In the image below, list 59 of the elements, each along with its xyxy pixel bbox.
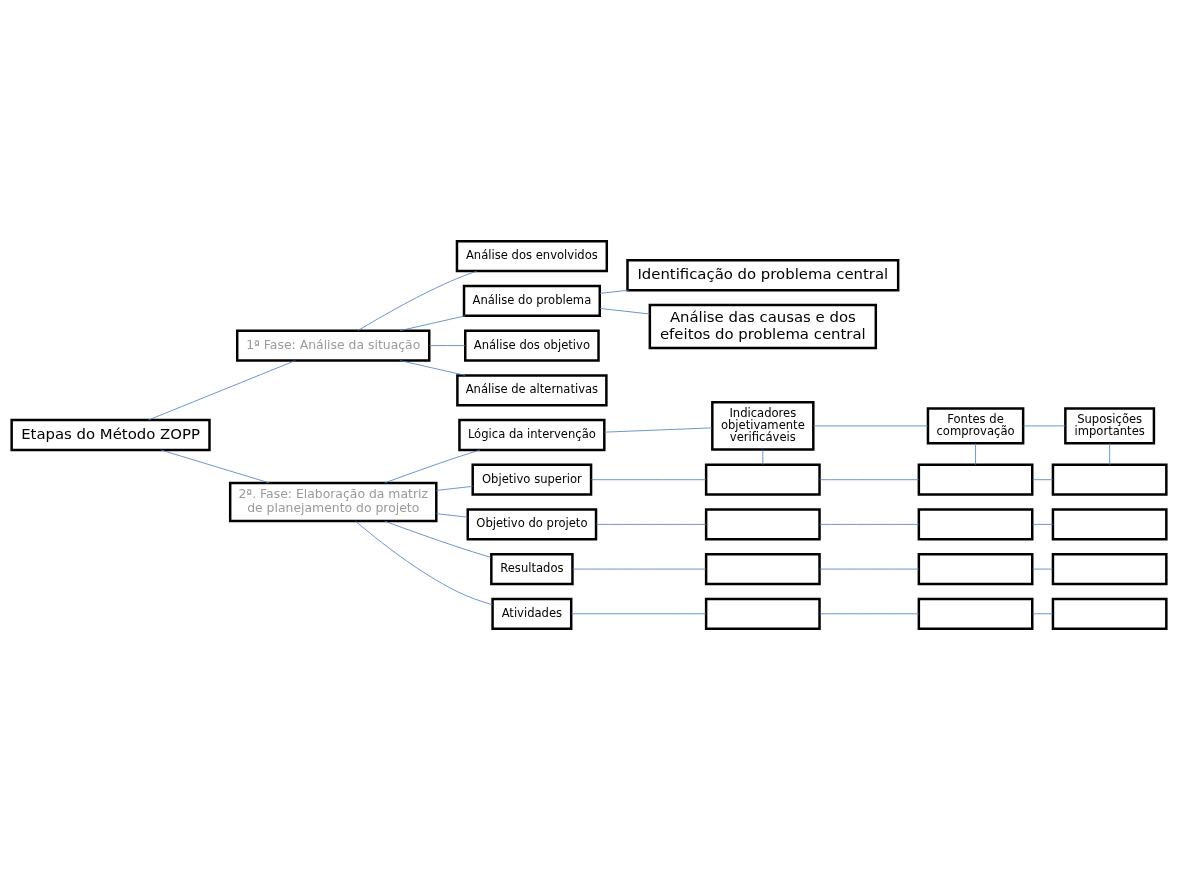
node-box: Suposições importantes <box>1064 406 1156 444</box>
node-box: Análise dos objetivo <box>464 328 600 362</box>
connector <box>819 568 920 569</box>
node-box: Análise de alternativas <box>456 373 608 406</box>
connector <box>975 442 976 465</box>
connector <box>572 568 707 569</box>
connector <box>603 426 713 433</box>
node-box: Objetivo superior <box>471 463 593 496</box>
node-box <box>917 552 1034 585</box>
node-box <box>704 597 821 630</box>
connector <box>435 512 469 518</box>
connector <box>147 359 296 420</box>
node-box <box>917 463 1034 496</box>
connector <box>1032 568 1054 569</box>
connector <box>819 523 920 525</box>
node-box <box>917 597 1034 630</box>
node-box: Identificação do problema central <box>626 258 900 291</box>
connector <box>1032 523 1054 525</box>
connector <box>819 478 920 480</box>
connector <box>428 344 466 346</box>
connector <box>399 314 466 331</box>
connector <box>384 449 481 483</box>
connector <box>819 612 920 614</box>
node-box <box>917 507 1034 541</box>
connector <box>1023 424 1066 426</box>
connector <box>384 520 492 558</box>
node-box: Objetivo do projeto <box>466 507 598 541</box>
connector <box>399 359 466 376</box>
node-box: Atividades <box>491 597 573 630</box>
node-box: 2ª. Fase: Elaboração da matriz de planejamento do projeto <box>228 481 438 522</box>
node-box: Lógica da intervenção <box>458 418 606 451</box>
node-box: Fontes de comprovação <box>926 406 1025 444</box>
node-box: Análise das causas e dos efeitos do problema central <box>648 303 878 349</box>
node-box: Etapas do Método ZOPP <box>10 418 211 451</box>
node-box <box>1051 507 1168 541</box>
node-box: Indicadores objetivamente verificáveis <box>711 400 815 451</box>
node-box: Resultados <box>490 552 574 585</box>
connector <box>160 449 270 483</box>
node-box: Análise do problema <box>462 284 601 317</box>
connector <box>1109 442 1111 465</box>
node-box: 1ª Fase: Análise da situação <box>235 328 431 362</box>
connector <box>435 485 474 491</box>
node-box <box>1051 597 1168 630</box>
connector <box>570 612 707 614</box>
node-box <box>1051 463 1168 496</box>
node-box <box>704 507 821 541</box>
connector <box>1032 478 1054 480</box>
connector <box>355 520 493 605</box>
node-box: Análise dos envolvidos <box>455 239 609 272</box>
node-box <box>1051 552 1168 585</box>
connector <box>599 307 651 314</box>
connector <box>595 523 707 525</box>
connector <box>813 424 929 426</box>
connector <box>590 478 707 480</box>
node-box <box>704 552 821 585</box>
connector <box>599 289 630 294</box>
connector <box>1032 612 1054 614</box>
connector <box>762 448 764 465</box>
node-box <box>704 463 821 496</box>
